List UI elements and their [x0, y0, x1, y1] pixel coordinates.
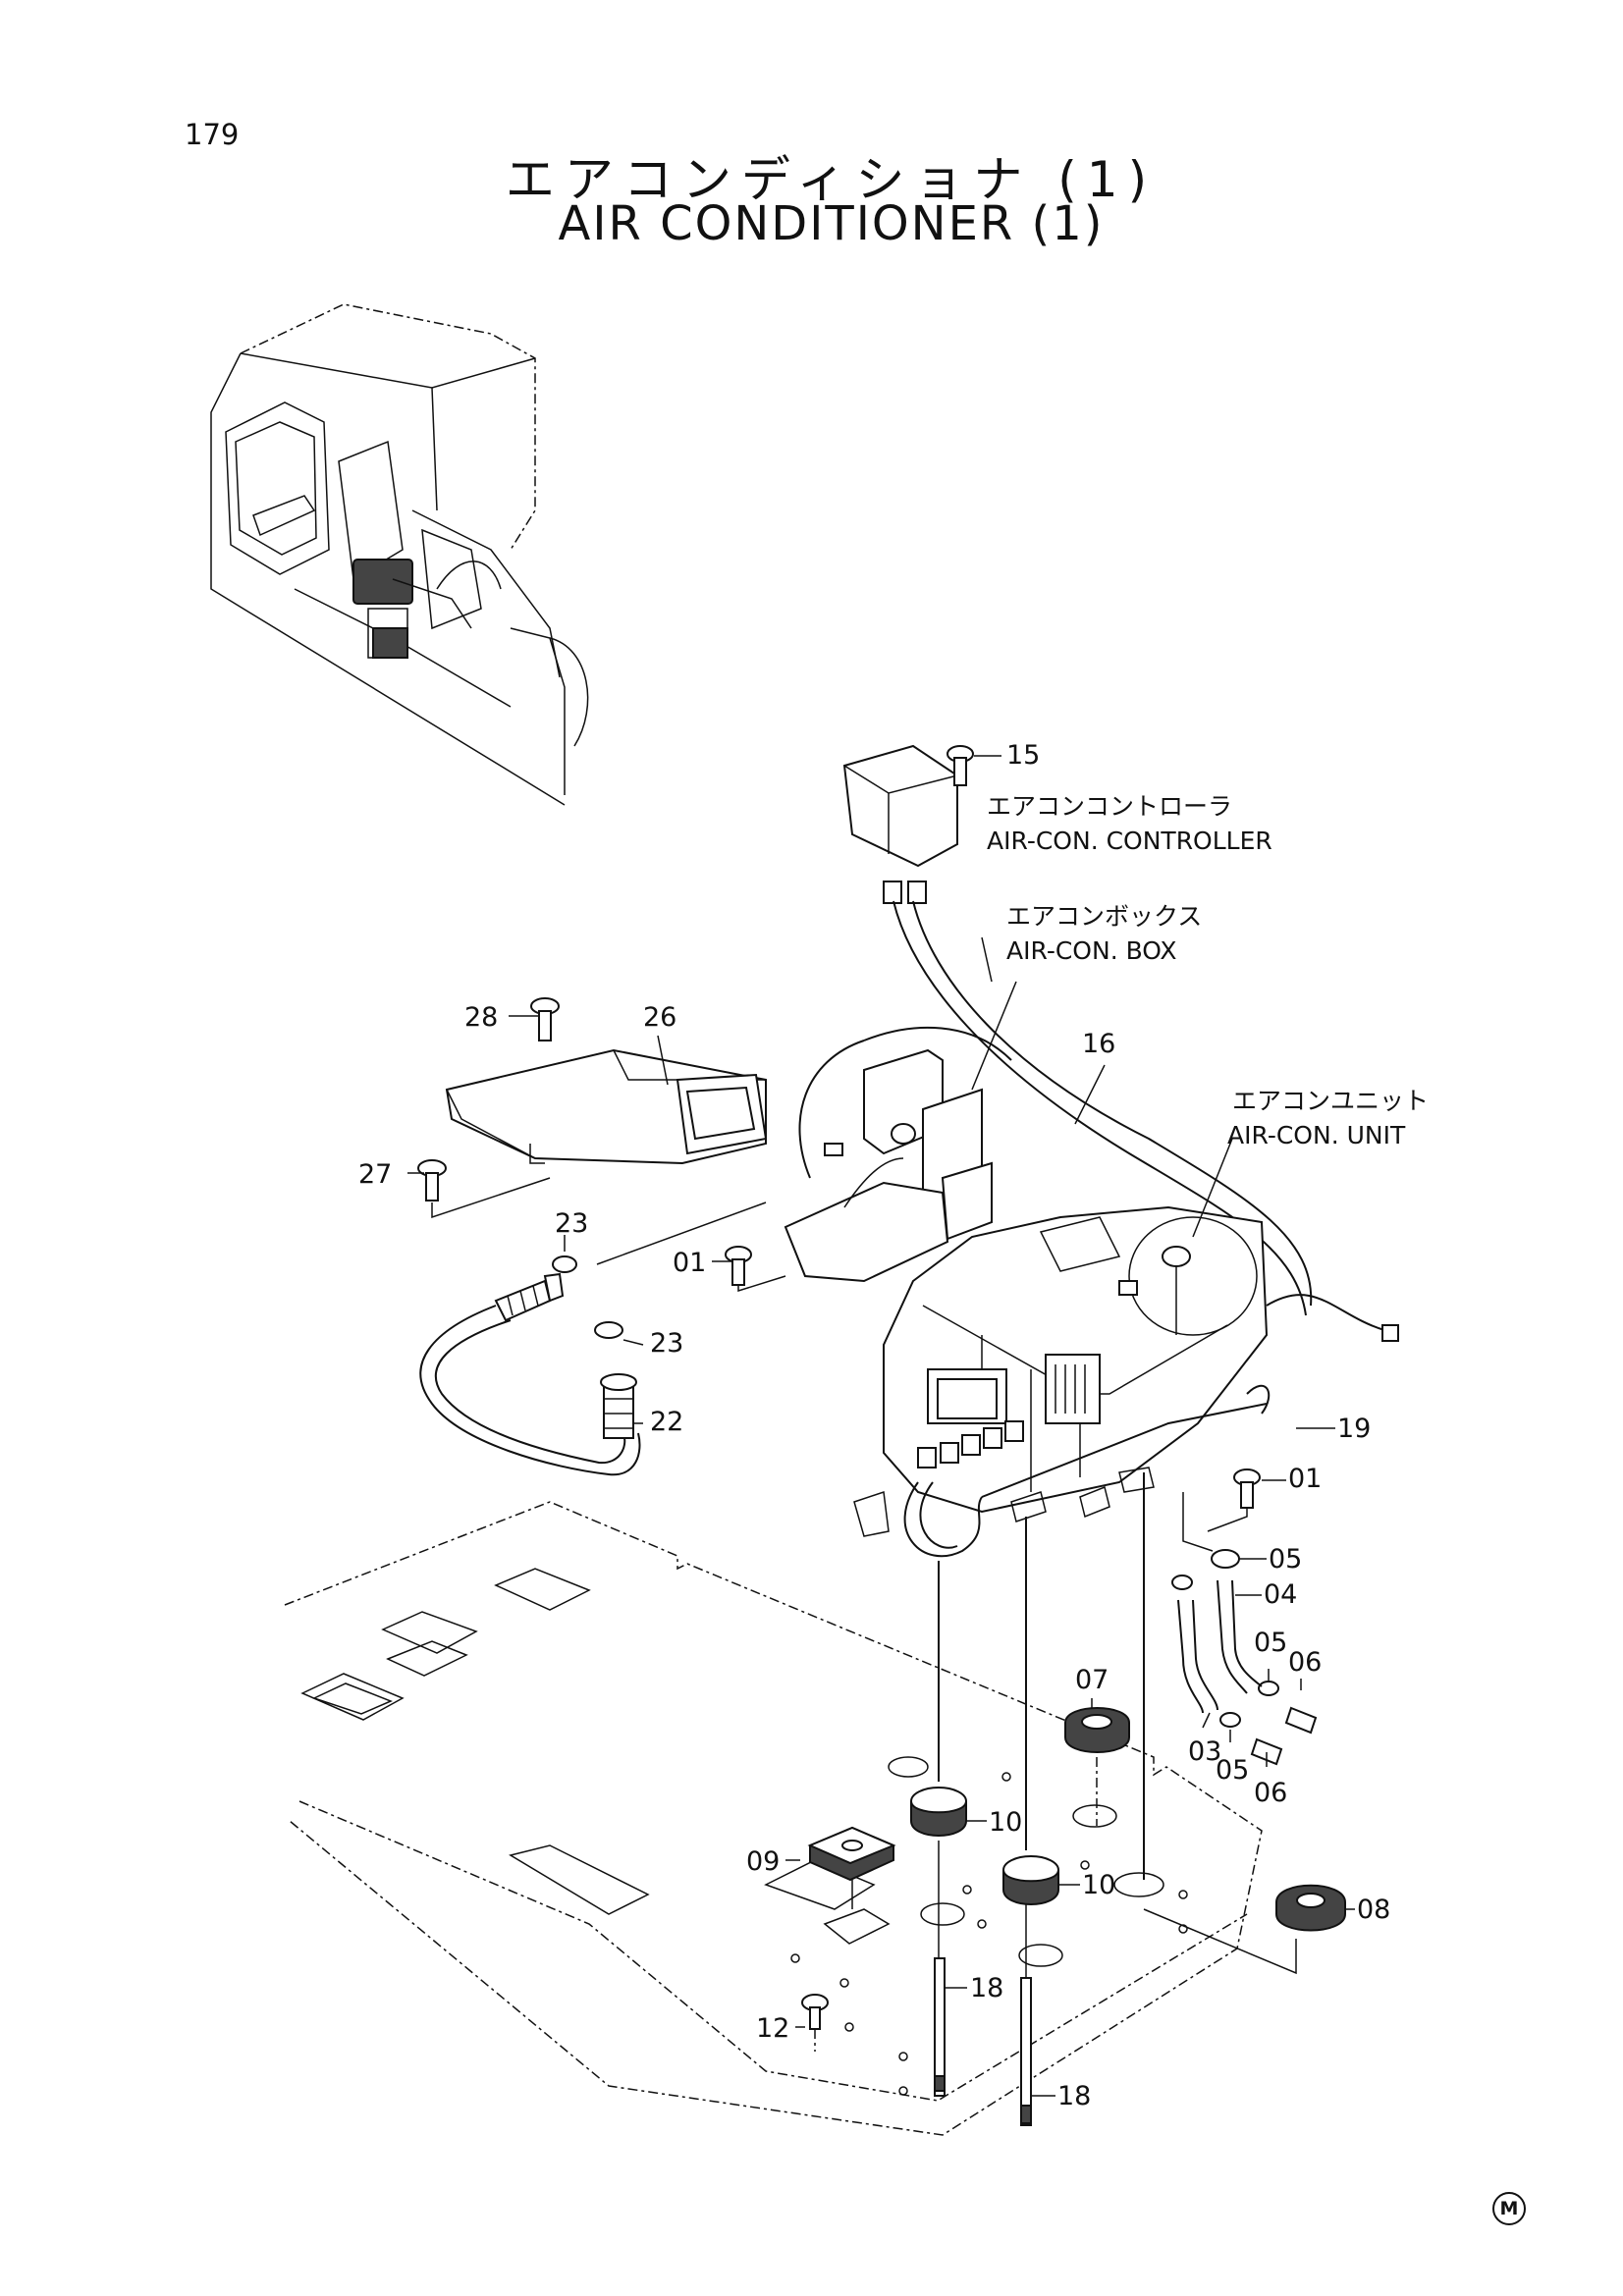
callout-15: 15 [1006, 740, 1040, 771]
caption-unit-en: AIR-CON. UNIT [1227, 1121, 1406, 1149]
aircon-box [784, 1026, 1012, 1283]
bolt-27 [417, 1159, 447, 1201]
mount-10-left [910, 1787, 967, 1837]
callout-26: 26 [643, 1002, 676, 1033]
mount-10-right [1002, 1855, 1059, 1905]
screw-15 [947, 745, 974, 786]
aircon-unit [853, 1205, 1399, 1558]
cab-overview [210, 303, 589, 806]
bolt-01-left [725, 1246, 752, 1286]
callout-08: 08 [1357, 1895, 1390, 1925]
callout-09: 09 [746, 1846, 780, 1877]
caption-box-en: AIR-CON. BOX [1006, 936, 1177, 965]
callout-06-top: 06 [1288, 1647, 1322, 1678]
mount-07 [1064, 1707, 1130, 1753]
callout-12: 12 [756, 2013, 789, 2044]
callout-05-bottom: 05 [1216, 1755, 1249, 1786]
callout-18-right: 18 [1057, 2081, 1091, 2111]
caption-controller-en: AIR-CON. CONTROLLER [987, 827, 1272, 855]
clip-23 [552, 1255, 623, 1339]
callout-05-mid: 05 [1254, 1628, 1287, 1658]
callout-16: 16 [1082, 1029, 1115, 1059]
leader-lines [407, 936, 1355, 2097]
mount-08 [1275, 1884, 1346, 1932]
callout-06-bottom: 06 [1254, 1778, 1287, 1808]
screw-12 [801, 1994, 829, 2052]
callout-18-left: 18 [970, 1973, 1003, 2003]
page-number: 179 [185, 118, 240, 151]
bolt-01-right [1233, 1468, 1261, 1509]
callout-22: 22 [650, 1407, 683, 1437]
callout-01-right: 01 [1288, 1464, 1322, 1494]
callout-04: 04 [1264, 1579, 1297, 1610]
callout-23-top: 23 [555, 1208, 588, 1239]
stud-18-right [1020, 1977, 1032, 2126]
callout-10-right: 10 [1082, 1870, 1115, 1900]
callout-10-left: 10 [989, 1807, 1022, 1838]
caption-controller-jp: エアコンコントローラ [987, 792, 1232, 821]
stud-18-left [934, 1957, 946, 2097]
caption-unit-jp: エアコンユニット [1232, 1087, 1429, 1115]
aircon-controller [842, 744, 958, 904]
callout-03: 03 [1188, 1736, 1221, 1767]
caption-box-jp: エアコンボックス [1006, 902, 1202, 931]
title-english: AIR CONDITIONER (1) [558, 196, 1105, 251]
callout-27: 27 [358, 1159, 392, 1190]
hose-03-04 [1177, 1579, 1263, 1714]
callout-28: 28 [464, 1002, 498, 1033]
footer-m-mark: M [1492, 2192, 1526, 2225]
duct-26 [445, 1048, 768, 1165]
fitting-06 [1250, 1706, 1318, 1766]
callout-01-left: 01 [673, 1248, 706, 1278]
callout-07: 07 [1075, 1665, 1109, 1695]
title-japanese: エアコンディショナ (1) [505, 151, 1158, 208]
mount-09 [807, 1826, 896, 1882]
callout-23-mid: 23 [650, 1328, 683, 1359]
drain-hose [419, 1272, 641, 1476]
floor-plate [284, 1501, 1263, 2136]
cab-aircon-detail [352, 528, 502, 659]
bolt-28 [530, 997, 560, 1041]
clamp-05 [1171, 1549, 1279, 1728]
callout-19: 19 [1337, 1414, 1371, 1444]
callout-05-top: 05 [1269, 1544, 1302, 1575]
